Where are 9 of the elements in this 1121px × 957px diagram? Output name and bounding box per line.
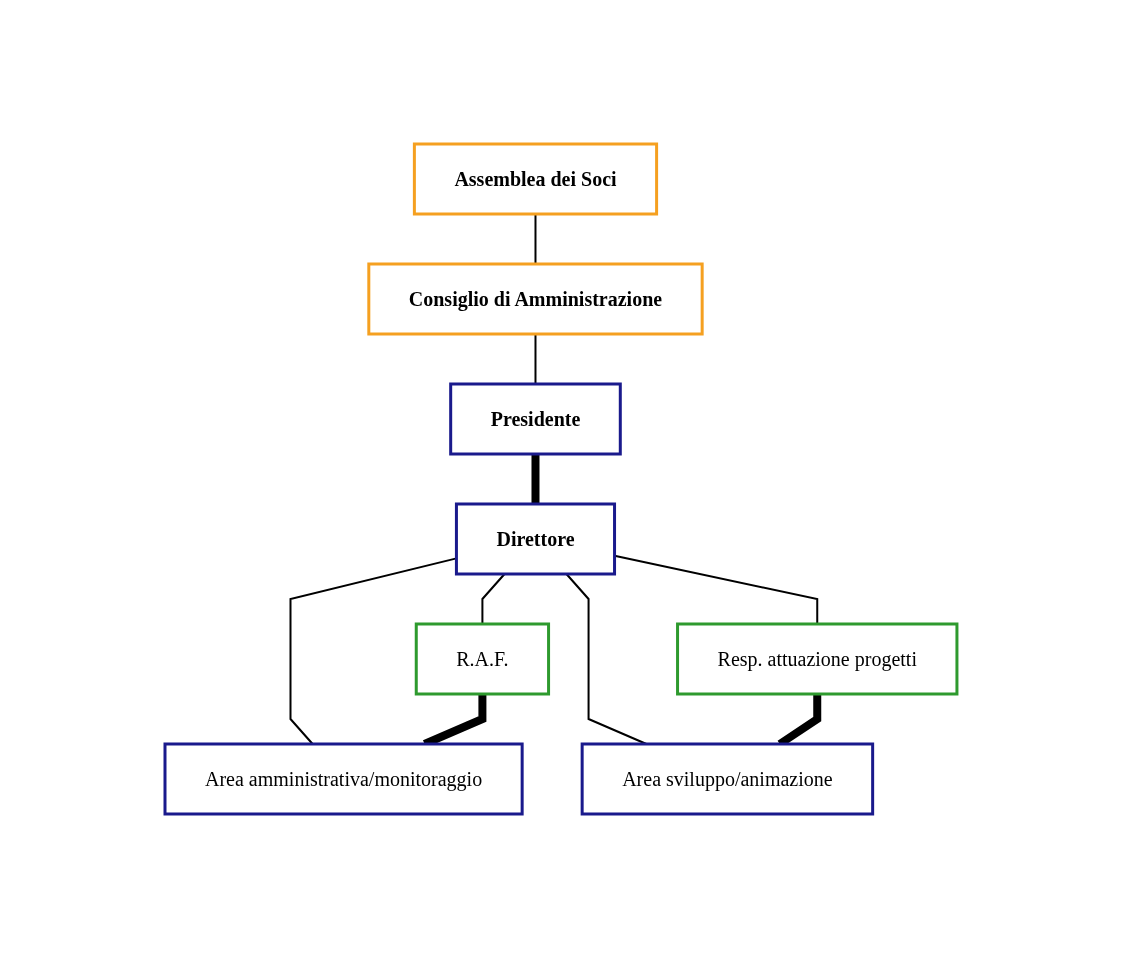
- node-box: Area sviluppo/animazione: [580, 742, 874, 815]
- node-box: R.A.F.: [414, 622, 550, 695]
- node-box: Assemblea dei Soci: [412, 142, 658, 215]
- connector: [531, 453, 539, 504]
- node-box: Direttore: [454, 502, 616, 575]
- node-box: Consiglio di Amministrazione: [366, 262, 704, 335]
- node-box: Resp. attuazione progetti: [675, 622, 958, 695]
- node-box: Area amministrativa/monitoraggio: [163, 742, 524, 815]
- node-box: Presidente: [448, 382, 622, 455]
